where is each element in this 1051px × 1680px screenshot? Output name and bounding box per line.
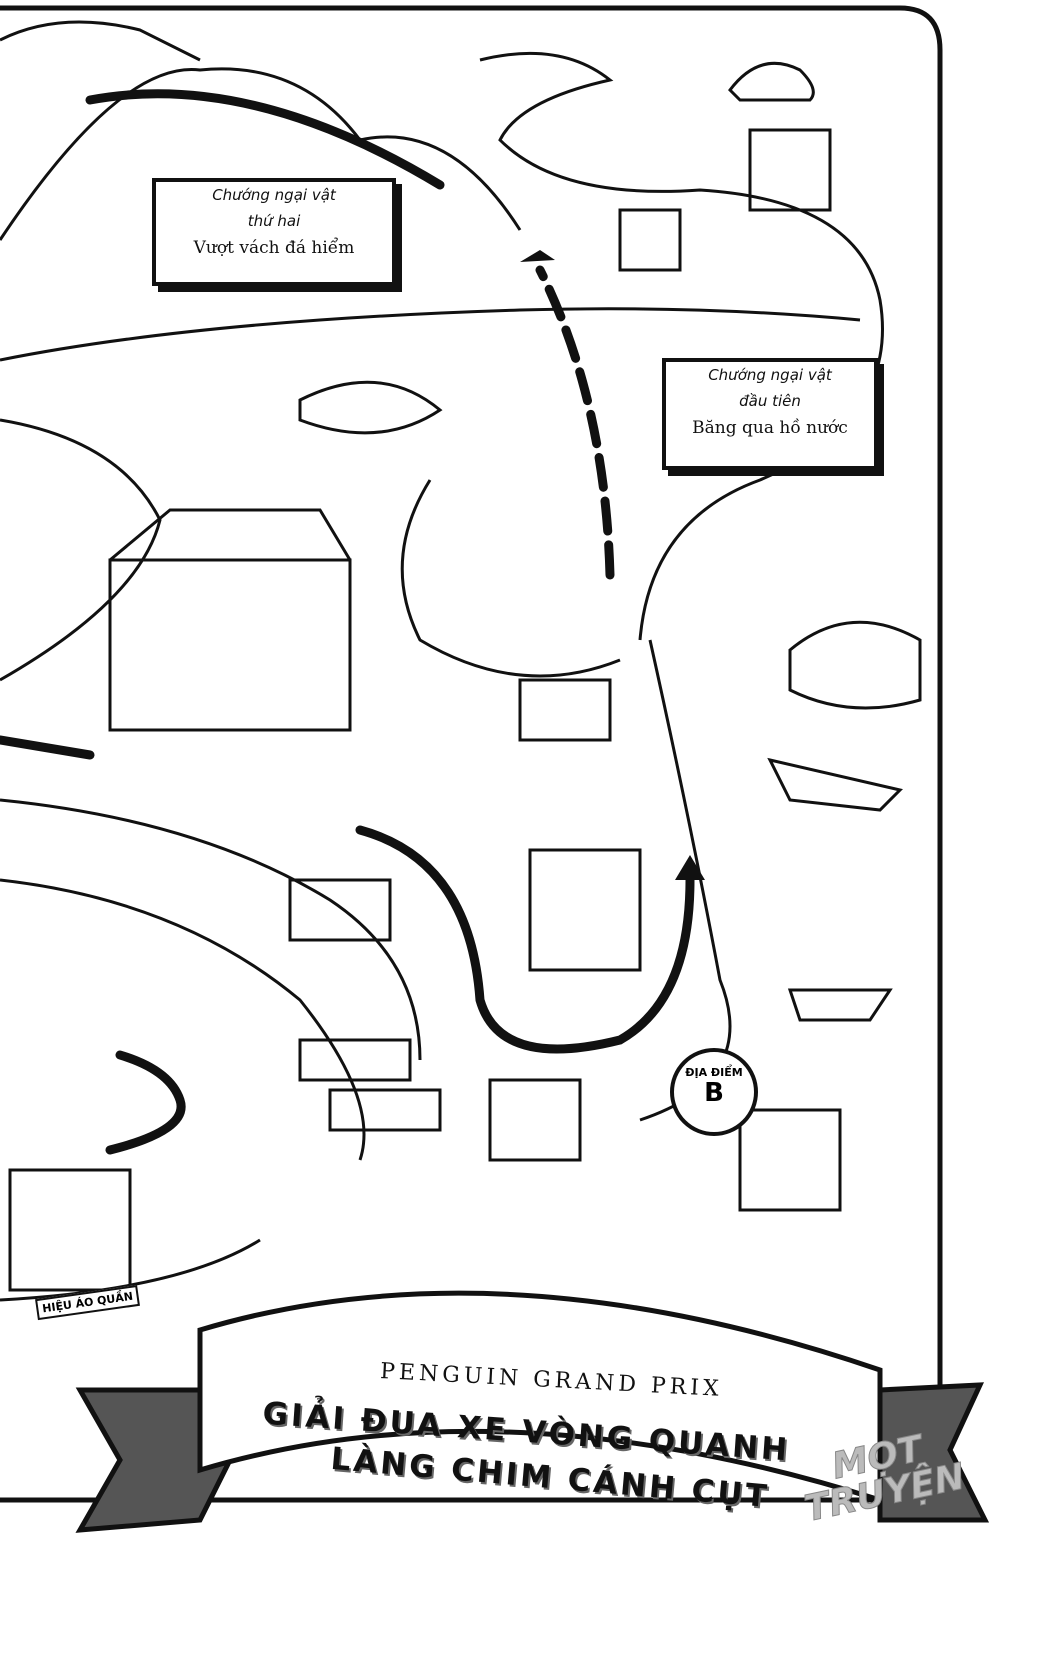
bridge [328, 1088, 442, 1132]
ship [767, 757, 903, 812]
boat [787, 988, 893, 1022]
sign-line: Vượt vách đá hiểm [193, 238, 355, 258]
building-garage [528, 848, 642, 972]
river [479, 51, 884, 641]
title-banner [75, 1290, 990, 1533]
sign-line: Chướng ngại vật [708, 366, 832, 384]
building-mansion [108, 558, 352, 732]
sign-second-obstacle: Chướng ngại vật thứ hai Vượt vách đá hiể… [152, 178, 396, 286]
sign-line: thứ hai [247, 212, 301, 230]
location-label: ĐỊA ĐIỂM [685, 1066, 743, 1079]
sign-first-obstacle: Chướng ngại vật đầu tiên Băng qua hồ nướ… [662, 358, 878, 470]
road [400, 479, 621, 678]
mountain [0, 67, 522, 241]
route-arrow [105, 1050, 186, 1155]
lake [298, 380, 443, 435]
location-b-marker: ĐỊA ĐIỂM B [670, 1048, 758, 1136]
map-border [0, 5, 943, 1503]
road [0, 418, 162, 682]
road [0, 307, 861, 362]
building-shop [518, 678, 612, 742]
building-tower [738, 1108, 842, 1212]
whale [728, 61, 815, 102]
mountain [0, 20, 201, 62]
arrow-head [520, 250, 555, 262]
sign-line: Chướng ngại vật [212, 186, 336, 204]
building-clothing-shop [8, 1168, 132, 1292]
building-dice [748, 128, 832, 212]
route-arrow [355, 825, 695, 1054]
sign-line: đầu tiên [739, 392, 801, 410]
route-arrow [85, 89, 445, 190]
road [0, 878, 366, 1161]
route-arrow [0, 735, 95, 760]
arrow-head [675, 855, 705, 880]
building-gate [488, 1078, 582, 1162]
building-house [618, 208, 682, 272]
building-hut [288, 878, 392, 942]
island [788, 620, 922, 710]
route-arrow [535, 265, 615, 580]
location-letter: B [704, 1078, 724, 1108]
road [0, 1238, 261, 1302]
road [0, 798, 422, 1061]
bridge [298, 1038, 412, 1082]
sign-line: Băng qua hồ nước [692, 418, 848, 438]
